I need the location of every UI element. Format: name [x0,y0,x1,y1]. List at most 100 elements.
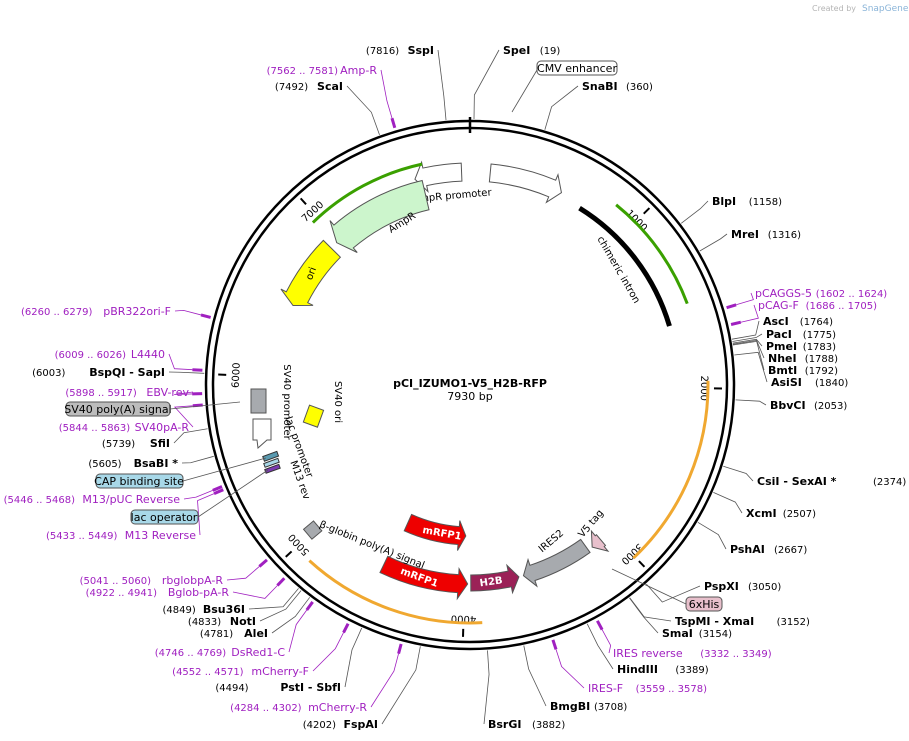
site-name: CsiI - SexAI * [757,475,837,488]
restriction-site[interactable]: (5605)BsaBI * [88,457,178,470]
primer[interactable]: pCAGGS-5(1602 .. 1624) [755,287,887,300]
restriction-site[interactable]: CsiI - SexAI * (2374) [757,475,906,488]
restriction-site[interactable]: (4849)Bsu36I [163,603,245,616]
site-position: (7492) [275,82,308,93]
restriction-site[interactable]: (4202)FspAI [303,718,378,731]
site-leader-line [271,597,311,634]
primer-leader-line [226,566,260,581]
primer[interactable]: (5446 .. 5468)M13/pUC Reverse [4,493,181,506]
restriction-site[interactable]: TspMI - XmaI(3152) [675,615,810,628]
ori-arrow [280,239,342,307]
ampr-orf-arc [311,162,423,224]
primer[interactable]: (5844 .. 5863)SV40pA-R [59,421,190,434]
restriction-site[interactable]: BlpI(1158) [712,195,782,208]
primer[interactable]: (5898 .. 5917)EBV-rev [65,386,189,399]
restriction-site[interactable]: (5739)SfiI [102,437,170,450]
restriction-site[interactable]: SmaI(3154) [662,627,732,640]
site-position: (2667) [774,545,807,556]
primer[interactable]: (4746 .. 4769)DsRed1-C [155,646,286,659]
sv40-promoter-label: SV40 promoter [281,364,292,440]
restriction-site[interactable]: (4494)PstI - SbfI [215,681,341,694]
primer[interactable]: IRES reverse(3332 .. 3349) [613,647,772,660]
site-name: AsiSI [771,376,802,389]
primer-leader-line [601,629,612,654]
primer-leader-line [740,304,759,323]
restriction-site[interactable]: (7492)ScaI [275,80,343,93]
primer-position: (3332 .. 3349) [700,649,772,660]
site-leader-line [248,588,299,610]
site-name: PmeI [766,340,797,353]
primer-leader-line [380,69,393,119]
site-leader-line [168,371,205,374]
h2b-arrow [470,563,520,595]
primer-position: (5041 .. 5060) [80,576,152,587]
site-position: (1158) [749,197,782,208]
restriction-site[interactable]: PshAI (2667) [730,543,807,556]
restriction-site[interactable]: BsrGI(3882) [488,718,565,731]
primer[interactable]: (4284 .. 4302)mCherry-R [230,701,367,714]
primer-position: (4552 .. 4571) [172,667,244,678]
site-position: (1316) [768,230,801,241]
restriction-site[interactable]: PmeI(1783) [766,340,836,353]
restriction-site[interactable]: XcmI(2507) [746,507,816,520]
restriction-site[interactable]: (4781)AleI [200,627,268,640]
primer[interactable]: (5433 .. 5449)M13 Reverse [46,529,196,542]
site-name: BsaBI * [134,457,179,470]
primer[interactable]: pCAG-F(1686 .. 1705) [758,299,877,312]
restriction-site[interactable]: NheI(1788) [768,352,838,365]
primer[interactable]: (4552 .. 4571)mCherry-F [172,665,309,678]
primer-name: M13 Reverse [125,529,196,542]
restriction-site[interactable]: (7816)SspI [366,44,434,57]
site-leader-line [732,333,763,342]
site-position: (19) [540,46,561,57]
primer[interactable]: (6260 .. 6279)pBR322ori-F [21,305,171,318]
site-name: PshAI [730,543,765,556]
site-name: BmtI [768,364,797,377]
site-leader-line [697,521,727,550]
restriction-site[interactable]: HindIII(3389) [617,663,709,676]
primer-position: (4922 .. 4941) [86,588,158,599]
site-leader-line [723,465,754,482]
site-leader-line [699,233,728,252]
tick-label: 4000 [451,613,477,625]
restriction-site[interactable]: AscI(1764) [763,315,833,328]
primer-name: pCAGGS-5 [755,287,812,300]
site-position: (2374) [873,477,906,488]
restriction-site[interactable]: AsiSI (1840) [771,376,848,389]
site-leader-line [735,399,767,406]
site-leader-line [381,646,421,725]
primer-leader-line [183,489,213,500]
primer[interactable]: (5041 .. 5060)rbglobpA-R [80,574,224,587]
restriction-site[interactable]: BmgBI(3708) [550,700,627,713]
site-leader-line [646,583,701,603]
site-name: AscI [763,315,789,328]
primer-leader-line [312,632,344,672]
restriction-site[interactable]: BmtI(1792) [768,364,838,377]
mrfp1-arrow-outer [379,555,469,601]
restriction-site[interactable]: SpeI (19) [503,44,560,57]
primer-position: (6009 .. 6026) [55,350,127,361]
restriction-site[interactable]: (4833)NotI [188,615,256,628]
sv40-polya-box [250,388,267,414]
site-leader-line [473,49,500,120]
primer[interactable]: IRES-F(3559 .. 3578) [588,682,707,695]
site-position: (1840) [815,378,848,389]
site-name: SpeI [503,44,530,57]
restriction-site[interactable]: SnaBI(360) [582,80,653,93]
lac-operator-label: lac operator [130,469,269,525]
restriction-site[interactable]: MreI(1316) [731,228,801,241]
site-position: (3154) [699,629,732,640]
restriction-site[interactable]: BbvCI(2053) [770,399,847,412]
site-leader-line [629,597,659,634]
restriction-site[interactable]: (6003)BspQI - SapI [32,366,165,379]
site-position: (1788) [805,354,838,365]
site-leader-line [544,85,579,130]
ires2-arrow [522,538,591,588]
primer[interactable]: (4922 .. 4941)Bglob-pA-R [86,586,230,599]
restriction-site[interactable]: PspXI(3050) [704,580,781,593]
restriction-site[interactable]: PacI(1775) [766,328,836,341]
primer[interactable]: (7562 .. 7581)Amp-R [267,64,378,77]
primer[interactable]: (6009 .. 6026)L4440 [55,348,165,361]
primer-name: pCAG-F [758,299,799,312]
h2b-rfp-orf-arc [308,559,483,625]
